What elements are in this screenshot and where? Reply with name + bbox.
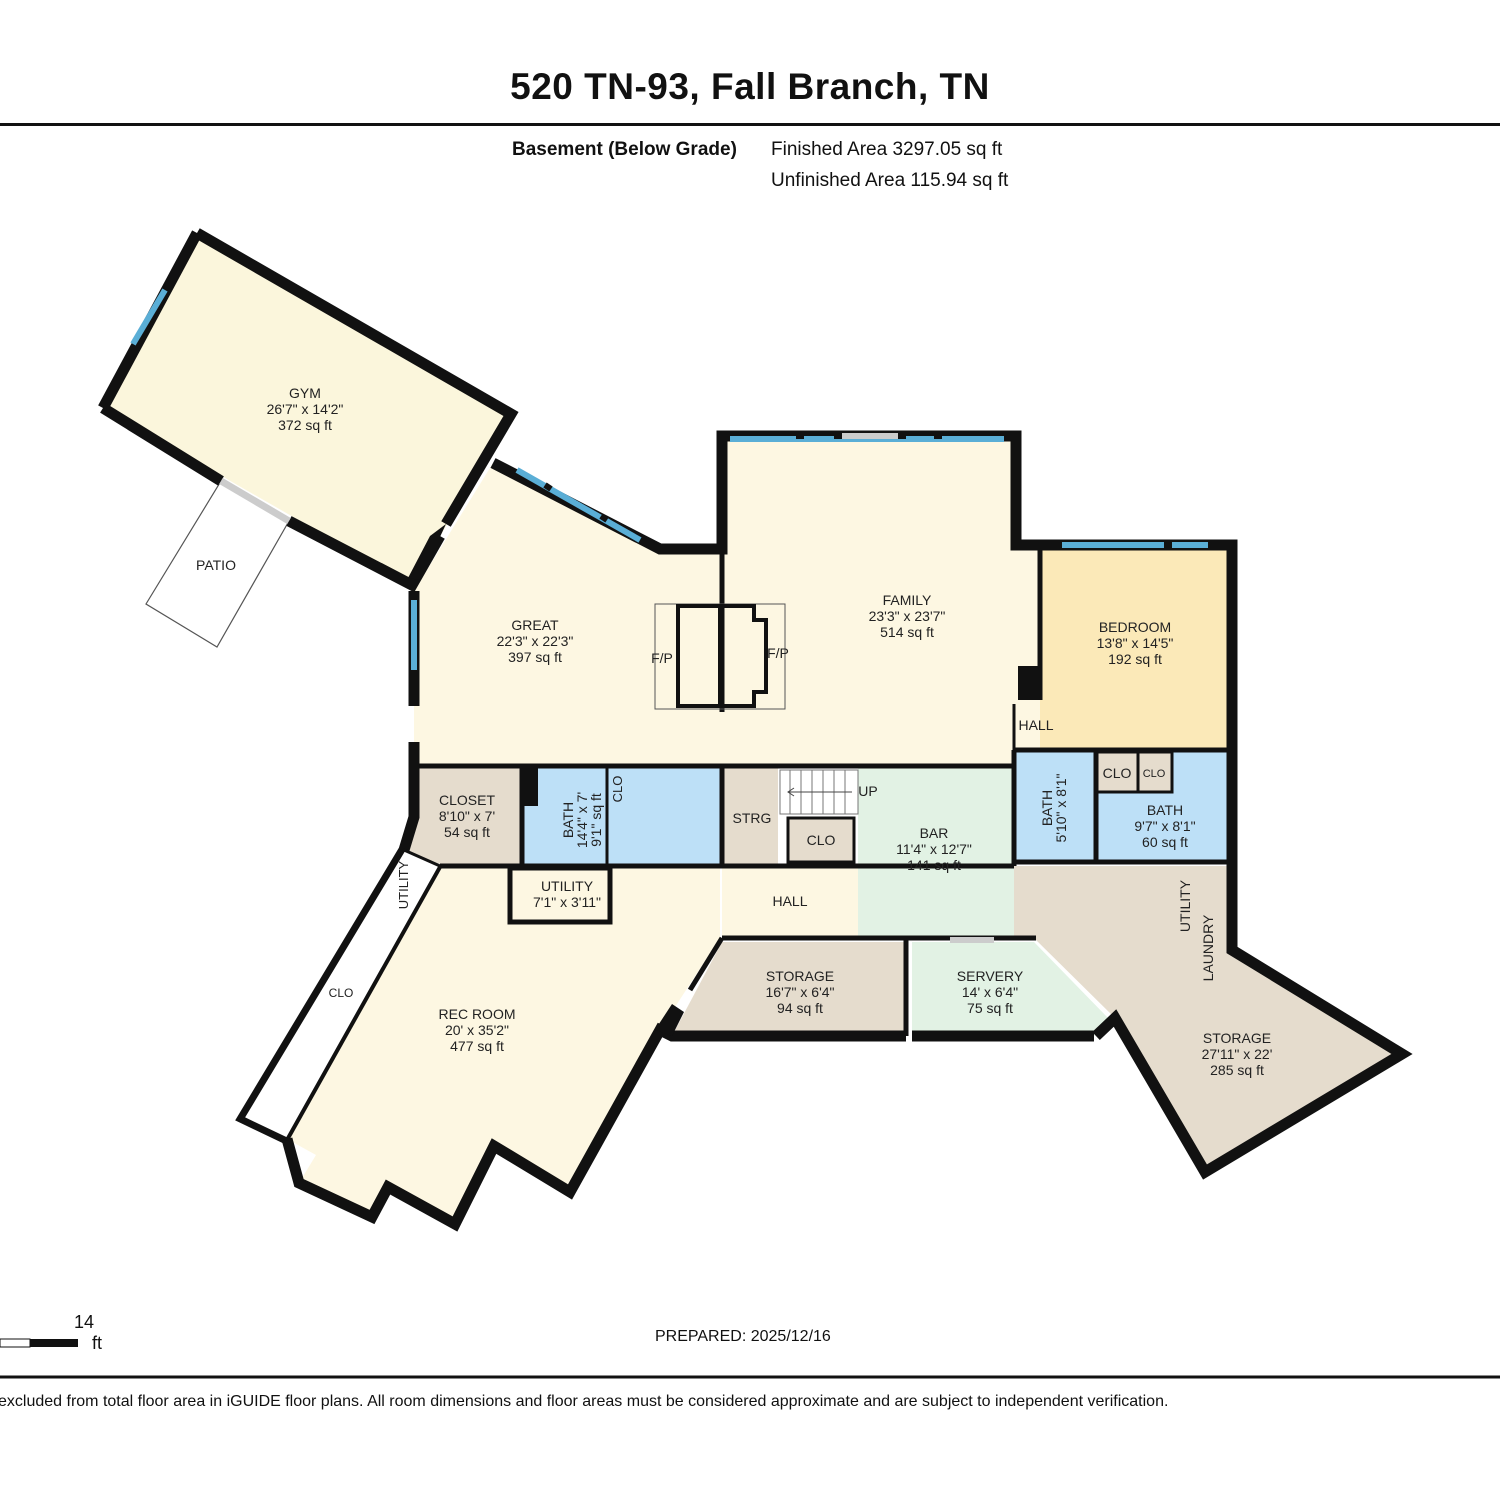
fireplace: [654, 603, 786, 710]
closet-dims: 8'10" x 7': [439, 808, 495, 824]
storage-mid-dims: 16'7" x 6'4": [766, 984, 835, 1000]
servery-area: 75 sq ft: [967, 1000, 1013, 1016]
gym-area: 372 sq ft: [278, 417, 332, 433]
bedroom-name: BEDROOM: [1099, 619, 1171, 635]
hall-lower-fill[interactable]: [722, 866, 858, 938]
scale-value: 14: [74, 1312, 95, 1332]
utility-closet-strip: [240, 848, 443, 1141]
strg-name: STRG: [733, 810, 772, 826]
gym-dims: 26'7" x 14'2": [267, 401, 344, 417]
storage-mid-name: STORAGE: [766, 968, 834, 984]
scale-unit: ft: [92, 1333, 103, 1353]
clo-stair-fill: [788, 818, 854, 862]
bath-c-area: 60 sq ft: [1142, 834, 1188, 850]
hall-upper-name: HALL: [1018, 717, 1053, 733]
clo-c1-fill: [1096, 752, 1138, 792]
bar-name: BAR: [920, 825, 949, 841]
storage-mid-area: 94 sq ft: [777, 1000, 823, 1016]
great-fill[interactable]: [414, 463, 722, 766]
up-label: UP: [858, 783, 877, 799]
family-dims: 23'3" x 23'7": [869, 608, 946, 624]
bath-c-name: BATH: [1147, 802, 1183, 818]
finished-area: Finished Area 3297.05 sq ft: [771, 139, 1003, 160]
storage-right-dims: 27'11" x 22': [1202, 1046, 1273, 1062]
storage-right-fill[interactable]: [1014, 866, 1402, 1172]
great-area: 397 sq ft: [508, 649, 562, 665]
unfinished-area: Unfinished Area 115.94 sq ft: [771, 170, 1009, 191]
family-area: 514 sq ft: [880, 624, 934, 640]
great-dims: 22'3" x 22'3": [497, 633, 574, 649]
storage-mid-fill[interactable]: [672, 942, 906, 1036]
clo-c2-fill: [1138, 752, 1172, 792]
closet-fill[interactable]: [404, 766, 522, 864]
hall-lower-name: HALL: [772, 893, 807, 909]
fp-right-label: F/P: [767, 645, 789, 661]
bedroom-area: 192 sq ft: [1108, 651, 1162, 667]
clo-bath-c2: CLO: [1143, 768, 1166, 780]
bath-c-dims: 9'7" x 8'1": [1134, 818, 1195, 834]
strg-fill[interactable]: [722, 768, 778, 864]
bath-a-name: BATH: [560, 802, 576, 838]
utility-side-name: UTILITY: [396, 860, 411, 909]
bath-b-dims: 5'10" x 8'1": [1053, 773, 1069, 842]
bar-fill[interactable]: [858, 766, 1014, 938]
column: [524, 768, 538, 806]
closet-area: 54 sq ft: [444, 824, 490, 840]
patio-name: PATIO: [196, 557, 236, 573]
bath-a-area: 9'1" sq ft: [588, 793, 604, 847]
servery-dims: 14' x 6'4": [962, 984, 1018, 1000]
closet-name: CLOSET: [439, 792, 495, 808]
bar-area: 141 sq ft: [907, 857, 961, 873]
rec-room-name: REC ROOM: [439, 1006, 516, 1022]
stairs: [779, 769, 859, 815]
disclaimer: excluded from total floor area in iGUIDE…: [0, 1393, 1169, 1410]
clo-bath-a: CLO: [610, 776, 625, 803]
utility-small-name: UTILITY: [541, 878, 594, 894]
bath-a-fill[interactable]: [522, 768, 722, 864]
bedroom-dims: 13'8" x 14'5": [1097, 635, 1174, 651]
header-rule: [0, 123, 1500, 126]
prepared-date: PREPARED: 2025/12/16: [655, 1328, 831, 1345]
column: [655, 1004, 684, 1036]
family-fill-ext: [1016, 545, 1040, 766]
bath-a-dims: 14'4" x 7': [574, 792, 590, 848]
fp-left-label: F/P: [651, 650, 673, 666]
level-label: Basement (Below Grade): [512, 139, 737, 160]
great-name: GREAT: [511, 617, 559, 633]
clo-side: CLO: [329, 986, 354, 1000]
bedroom-fill[interactable]: [1040, 545, 1230, 750]
rec-room-dims: 20' x 35'2": [445, 1022, 509, 1038]
servery-name: SERVERY: [957, 968, 1024, 984]
rec-room-area: 477 sq ft: [450, 1038, 504, 1054]
servery-fill[interactable]: [912, 942, 1110, 1036]
clo-stair: CLO: [807, 832, 836, 848]
patio-door: [219, 477, 291, 525]
laundry-name: LAUNDRY: [1200, 914, 1216, 981]
family-name: FAMILY: [883, 592, 932, 608]
bar-dims: 11'4" x 12'7": [896, 841, 972, 857]
clo-bath-c1: CLO: [1103, 765, 1132, 781]
storage-right-name: STORAGE: [1203, 1030, 1271, 1046]
gym-fill[interactable]: [103, 233, 511, 585]
scale-bar: [0, 1338, 78, 1348]
utility-right-name: UTILITY: [1177, 879, 1193, 932]
page-title: 520 TN-93, Fall Branch, TN: [510, 66, 990, 107]
family-fill[interactable]: [722, 436, 1016, 766]
utility-small-dims: 7'1" x 3'11": [533, 894, 601, 910]
storage-right-area: 285 sq ft: [1210, 1062, 1264, 1078]
gym-name: GYM: [289, 385, 321, 401]
rec-room-fill[interactable]: [287, 866, 720, 1224]
column: [408, 524, 446, 580]
column: [1018, 666, 1040, 700]
bath-b-name: BATH: [1039, 790, 1055, 826]
bath-b-fill[interactable]: [1016, 752, 1096, 862]
